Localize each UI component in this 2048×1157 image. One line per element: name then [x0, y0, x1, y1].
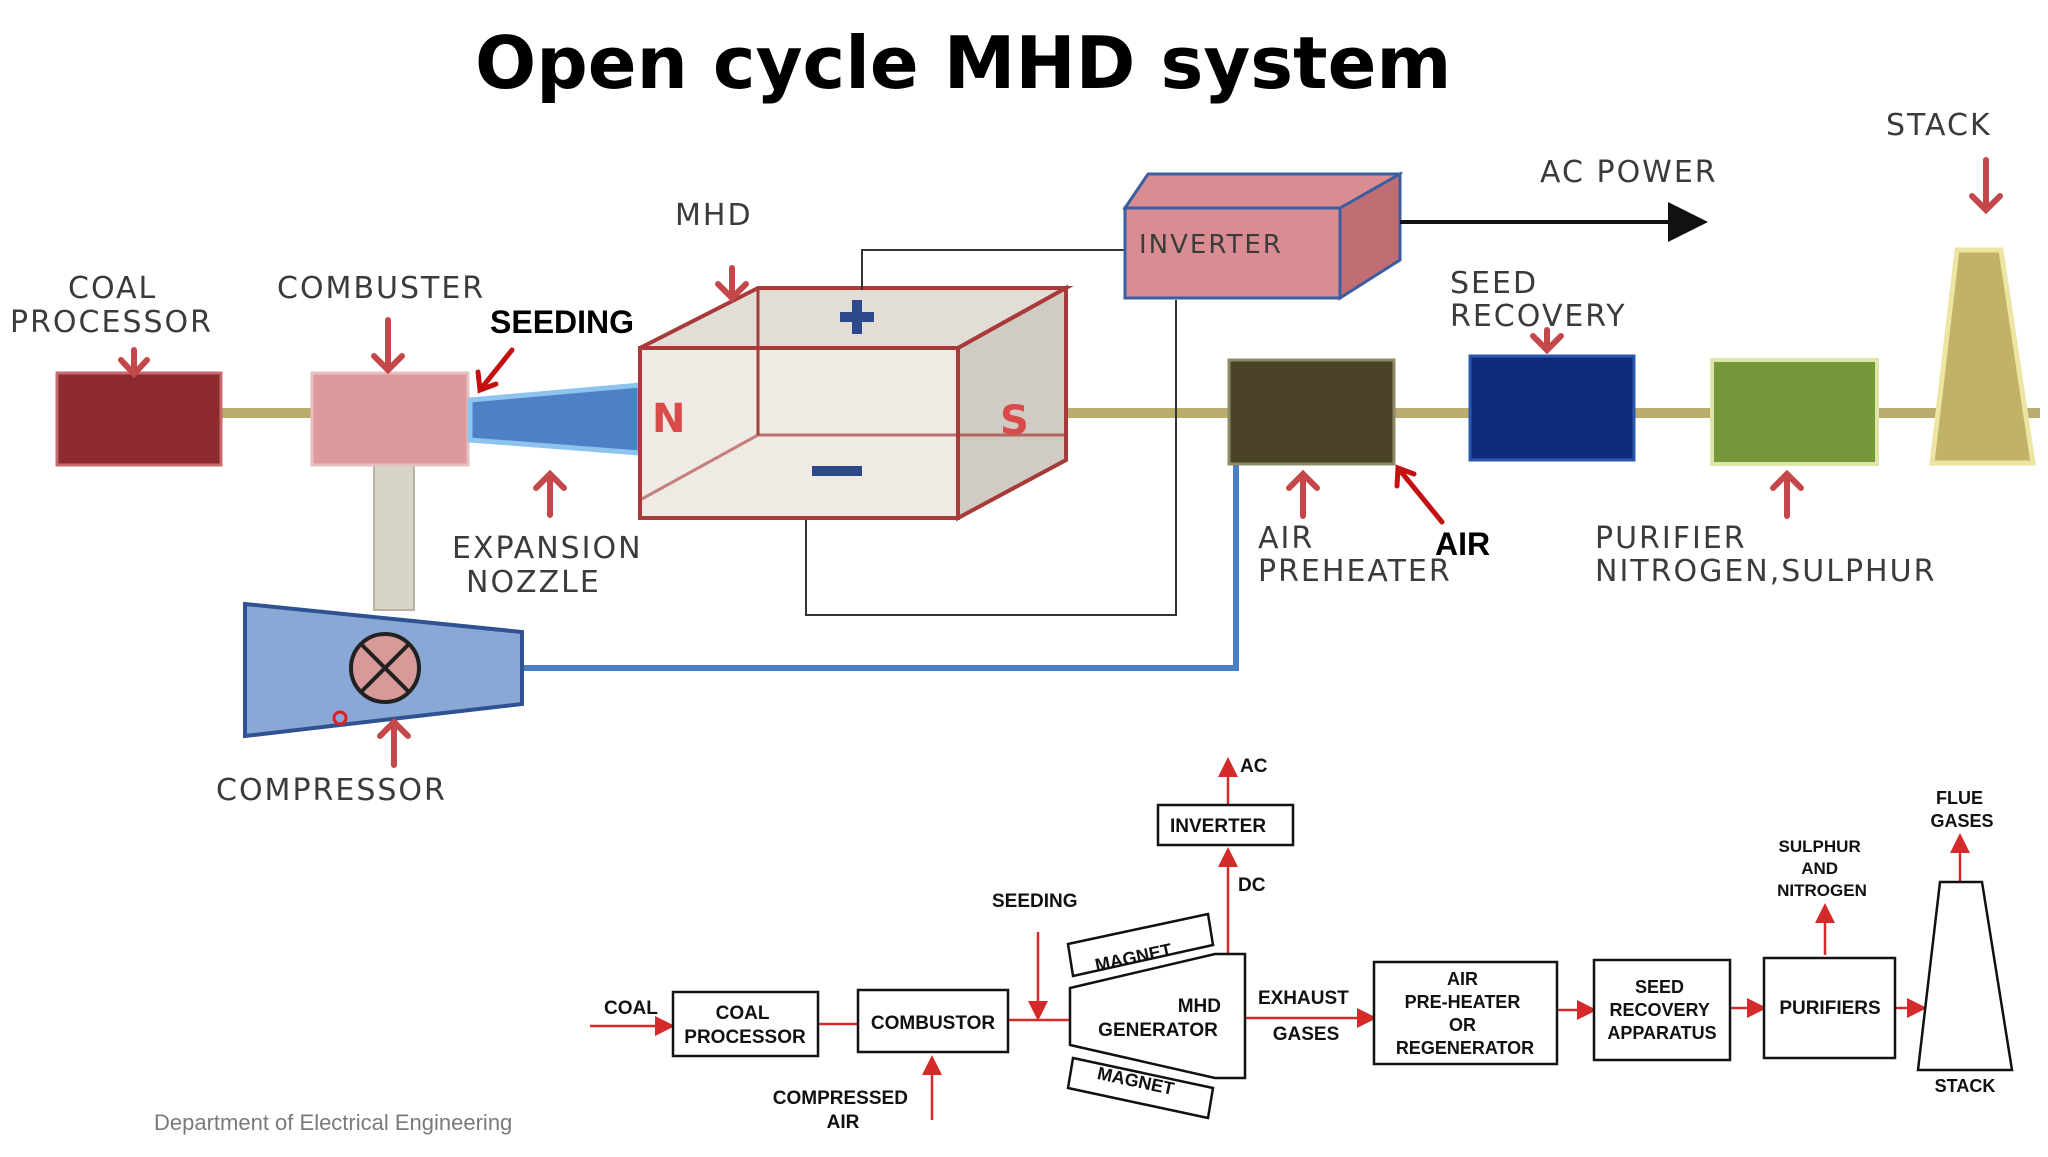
stack-box	[1916, 880, 2014, 1072]
sulphur-nitrogen-label: SULPHUR AND NITROGEN	[1777, 837, 1867, 900]
seed-recovery-block	[1468, 354, 1636, 462]
dc-label: DC	[1238, 875, 1266, 896]
minus-electrode-icon	[812, 466, 862, 476]
expansion-nozzle-label: EXPANSION NOZZLE	[452, 531, 654, 600]
expansion-nozzle-shape	[467, 382, 643, 456]
combuster-label: COMBUSTER	[277, 271, 485, 306]
air-preheater-small-label: AIR PRE-HEATER OR REGENERATOR	[1396, 969, 1534, 1058]
mhd-generator-box	[1068, 952, 1247, 1080]
pole-s-label: S	[1000, 398, 1029, 444]
pole-n-label: N	[652, 396, 685, 442]
inverter-label: INVERTER	[1139, 230, 1283, 260]
coal-processor-small-label: COAL PROCESSOR	[684, 1003, 806, 1048]
stack-label: STACK	[1886, 108, 1992, 143]
air-preheater-block	[1227, 358, 1396, 466]
inverter-box-small	[1156, 803, 1295, 847]
ac-power-label: AC POWER	[1540, 155, 1718, 190]
stack-shape	[1929, 247, 2036, 466]
purifier-block	[1710, 358, 1879, 466]
air-line	[520, 462, 1239, 671]
inverter-box	[1122, 171, 1403, 301]
seeding-label: SEEDING	[490, 304, 634, 340]
coal-processor-box	[671, 990, 820, 1058]
wire-negative	[805, 300, 1177, 616]
bottom-diagram: AC INVERTER DC SEEDING MAGNET MAGNET COA…	[590, 756, 2014, 1133]
exhaust-gases-label: EXHAUST GASES	[1258, 988, 1354, 1045]
seeding-small-label: SEEDING	[992, 891, 1078, 912]
mhd-generator-cube: N S	[638, 284, 1074, 522]
top-diagram: N S	[10, 108, 2040, 808]
red-pointer-arrows	[475, 347, 1445, 525]
purifiers-label: PURIFIERS	[1779, 998, 1880, 1019]
flue-gases-label: FLUE GASES	[1930, 788, 1993, 831]
combustor-box	[856, 988, 1010, 1054]
combuster-block	[310, 371, 470, 467]
ac-label: AC	[1240, 756, 1268, 777]
combustor-label: COMBUSTOR	[871, 1013, 995, 1034]
purifier-label: PURIFIER NITROGEN,SULPHUR	[1595, 521, 1936, 589]
compressor-shape	[243, 601, 524, 739]
coal-label: COAL	[604, 998, 658, 1019]
gas-pipe	[210, 408, 2040, 418]
wire-positive	[861, 249, 1125, 290]
compressed-air-label: COMPRESSED AIR	[773, 1088, 913, 1133]
seed-recovery-small-label: SEED RECOVERY APPARATUS	[1607, 977, 1716, 1043]
mhd-label: MHD	[675, 198, 753, 233]
magnet-bottom-box	[1066, 1056, 1215, 1120]
compressor-duct	[373, 461, 415, 611]
stack-small-label: STACK	[1935, 1076, 1996, 1096]
air-preheater-label: AIR PREHEATER	[1258, 521, 1452, 589]
air-label: AIR	[1435, 526, 1490, 562]
air-preheater-box	[1372, 960, 1559, 1066]
seed-recovery-box	[1592, 958, 1732, 1062]
plus-electrode-icon	[840, 300, 874, 334]
seed-recovery-label: SEED RECOVERY	[1450, 266, 1627, 334]
slide-title: Open cycle MHD system	[475, 21, 1451, 105]
purifiers-box	[1762, 956, 1897, 1060]
mhd-generator-label: MHD GENERATOR	[1098, 996, 1226, 1041]
magnet-top-box	[1066, 912, 1215, 978]
label-arrows	[118, 157, 2003, 768]
inverter-small-label: INVERTER	[1170, 816, 1266, 837]
footer-text: Department of Electrical Engineering	[154, 1110, 512, 1135]
compressor-label: COMPRESSOR	[216, 773, 447, 808]
coal-processor-label: COAL PROCESSOR	[10, 271, 213, 340]
coal-processor-block	[55, 371, 223, 467]
